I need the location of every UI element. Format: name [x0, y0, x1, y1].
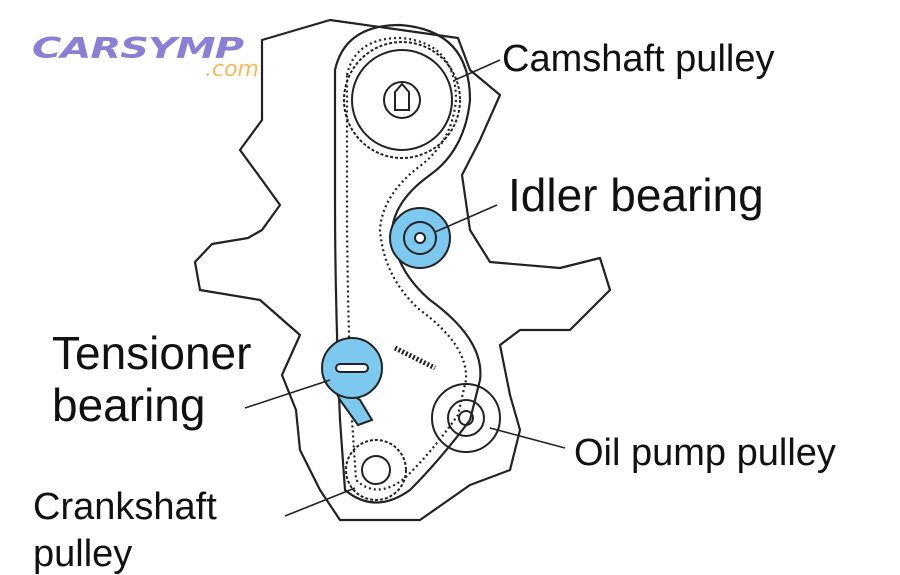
tensioner-bearing-label-line1: Tensioner: [52, 327, 252, 379]
engine-block-outline: [193, 18, 612, 522]
camshaft-pulley: [343, 41, 461, 159]
belt-inner: [345, 36, 468, 491]
idler-bearing: [389, 207, 451, 269]
crankshaft-pulley-label-line1: Crankshaft: [33, 486, 217, 528]
oil-pump-pulley: [431, 383, 501, 453]
oil-pump-pulley-label: Oil pump pulley: [574, 432, 836, 474]
carsymp-logo-domain: .com: [205, 57, 259, 82]
carsymp-logo: CARSYMP: [32, 32, 244, 66]
tensioner-bearing-label-line2: bearing: [52, 379, 206, 431]
idler-bearing-label: Idler bearing: [508, 169, 764, 221]
crankshaft-pulley: [345, 439, 407, 501]
camshaft-pulley-label: Camshaft pulley: [502, 38, 775, 80]
tensioner-bearing: [321, 337, 437, 427]
leader-lines: [244, 59, 566, 517]
crankshaft-pulley-label-line2: pulley: [33, 533, 133, 575]
belt-outline: [333, 23, 482, 504]
